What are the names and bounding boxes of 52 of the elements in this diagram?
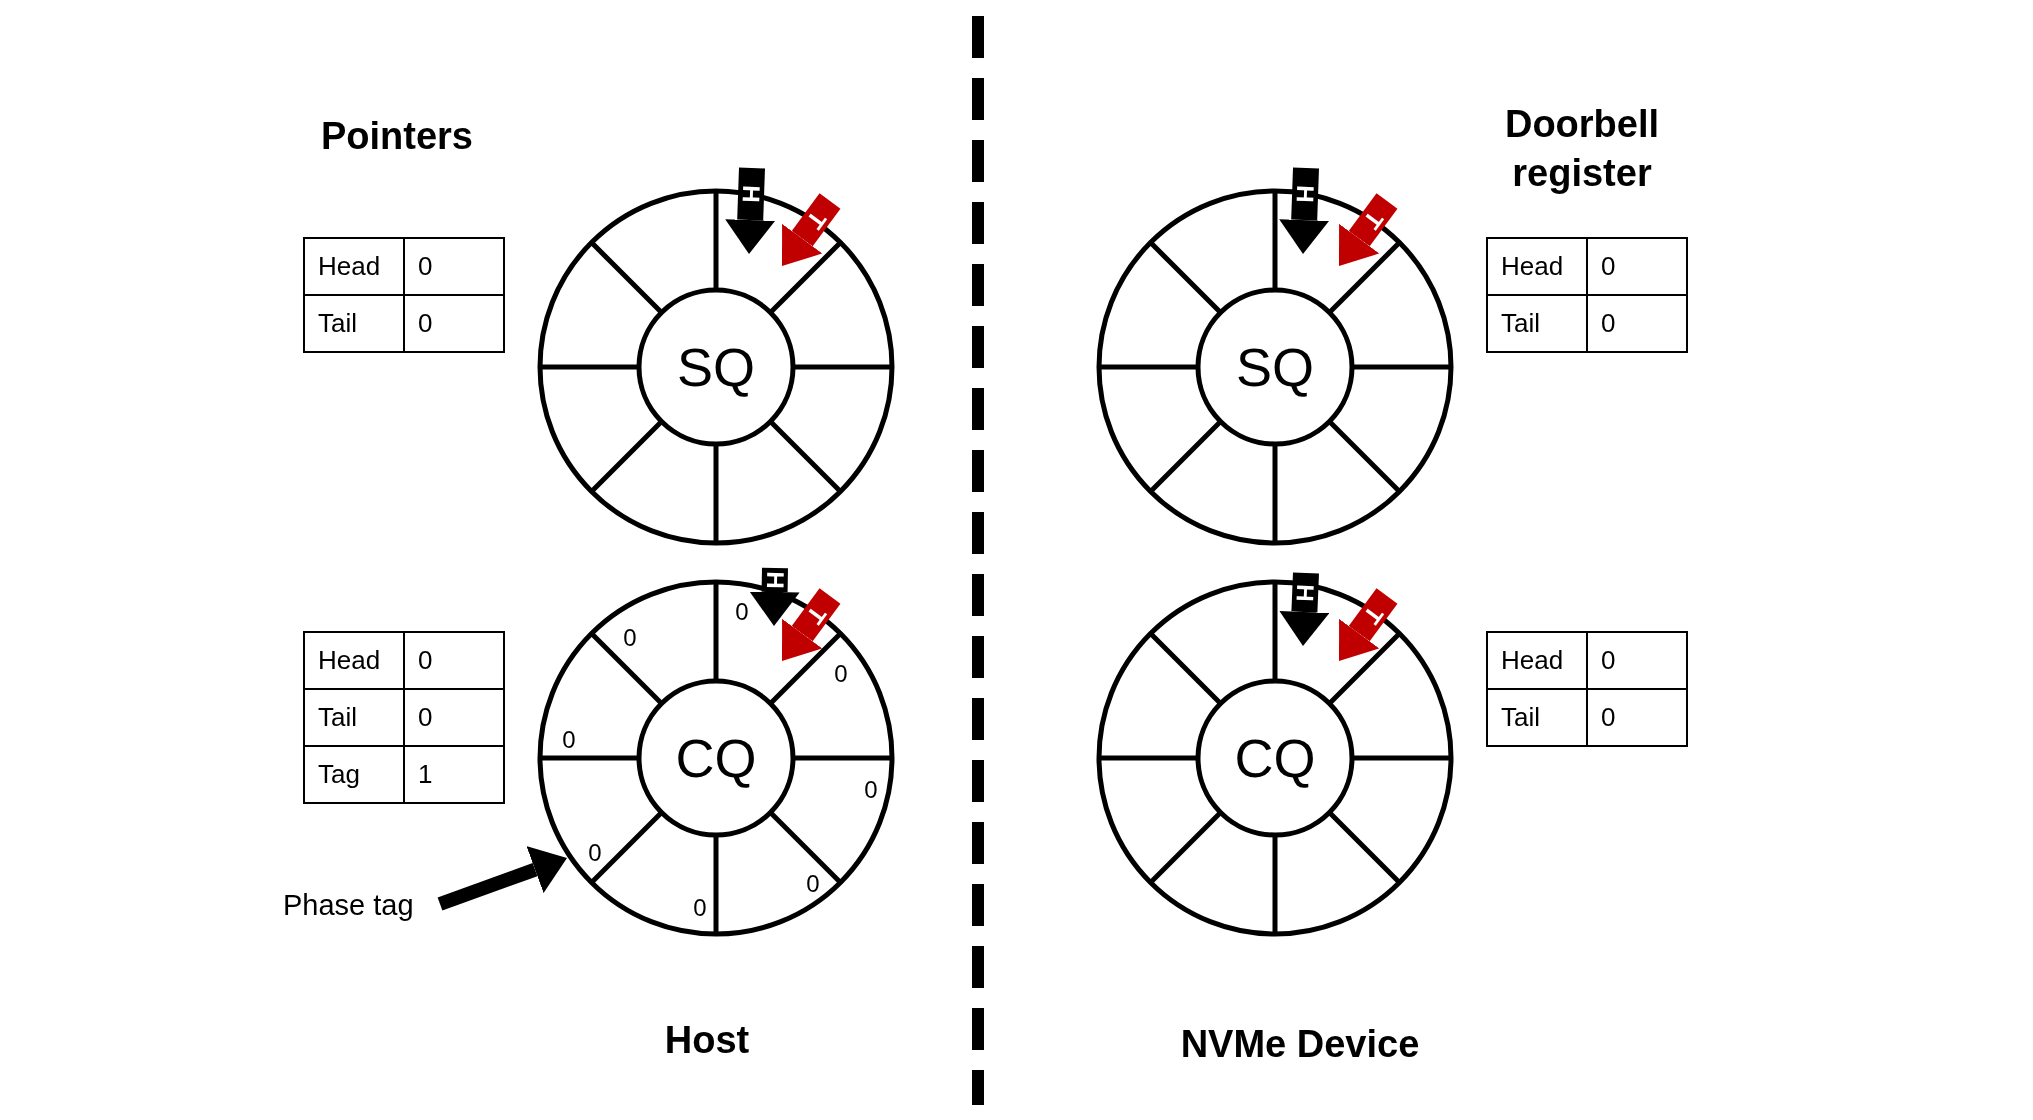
arrow — [725, 167, 776, 254]
phase-tag-value: 0 — [864, 776, 878, 804]
table-cell: 0 — [405, 690, 505, 747]
edge-label: T — [1359, 601, 1388, 628]
arrow — [437, 846, 567, 911]
phase-tag-value: 0 — [693, 894, 707, 922]
arrow — [1279, 167, 1330, 254]
table-cell: Tail — [1488, 690, 1588, 747]
phase-tag-value: 0 — [562, 726, 576, 754]
table-cell: Tail — [1488, 296, 1588, 353]
edge-label: H — [762, 571, 787, 589]
arrow — [1279, 572, 1330, 646]
table-cell: 0 — [1588, 296, 1688, 353]
edge-label: T — [802, 206, 831, 233]
callout-text: Phase tag — [283, 889, 414, 922]
phase-tag-value: 0 — [623, 624, 637, 652]
table-cell: Head — [1488, 239, 1588, 296]
table-cell: 0 — [1588, 690, 1688, 747]
phase-tag-value: 0 — [735, 598, 749, 626]
table-cell: 0 — [405, 239, 505, 296]
edge-label: T — [1359, 206, 1388, 233]
table-cell: 0 — [1588, 239, 1688, 296]
table-cell: 1 — [405, 747, 505, 804]
table-cell: 0 — [405, 633, 505, 690]
table-cell: Head — [305, 633, 405, 690]
table-cell: Head — [1488, 633, 1588, 690]
table-cell: Head — [305, 239, 405, 296]
table-cell: 0 — [1588, 633, 1688, 690]
section-heading: Doorbell register — [1503, 101, 1661, 196]
queue-label: CQ — [1234, 727, 1316, 789]
queue-label: SQ — [1236, 336, 1314, 398]
arrow — [782, 193, 841, 266]
table-cell: 0 — [405, 296, 505, 353]
arrow — [1339, 588, 1398, 661]
phase-tag-value: 0 — [834, 660, 848, 688]
section-heading: Host — [663, 1018, 751, 1064]
arrow — [749, 567, 800, 626]
phase-tag-value: 0 — [588, 839, 602, 867]
edge-label: H — [1292, 583, 1318, 602]
queue-label: CQ — [675, 727, 757, 789]
table-cell: Tail — [305, 690, 405, 747]
edge-label: T — [802, 601, 831, 628]
arrow — [782, 588, 841, 661]
section-heading: Pointers — [319, 114, 474, 160]
edge-label: H — [1292, 184, 1318, 204]
table-cell: Tail — [305, 296, 405, 353]
phase-tag-value: 0 — [806, 870, 820, 898]
arrow — [1339, 193, 1398, 266]
table-cell: Tag — [305, 747, 405, 804]
queue-label: SQ — [677, 336, 755, 398]
edge-label: H — [738, 184, 764, 204]
section-heading: NVMe Device — [1179, 1022, 1421, 1068]
